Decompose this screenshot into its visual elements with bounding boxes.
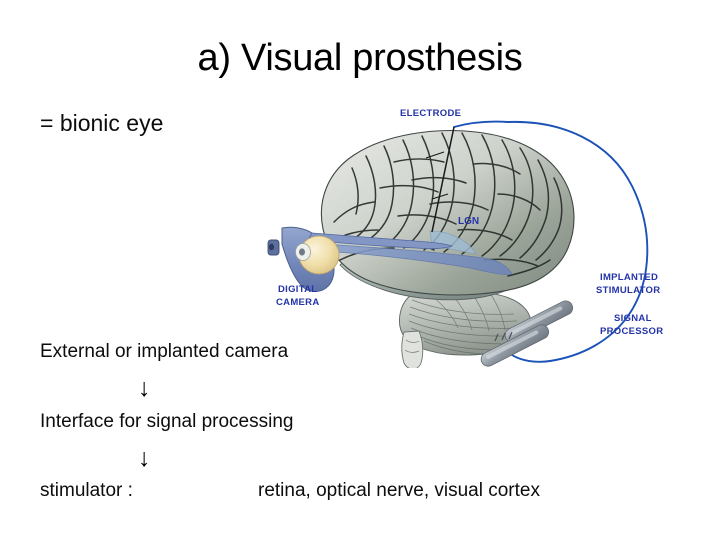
label-implanted-stimulator-line2: STIMULATOR: [596, 285, 660, 296]
flow-step-camera: External or implanted camera: [40, 341, 289, 362]
label-signal-processor-line1: SIGNAL: [614, 313, 652, 324]
down-arrow-icon: ↓: [138, 444, 151, 472]
subtitle-text: = bionic eye: [40, 110, 164, 136]
brain-prosthesis-figure: ELECTRODE LGN DIGITAL CAMERA IMPLANTED S…: [262, 100, 720, 368]
flow-step-stimulator-label: stimulator :: [40, 480, 133, 501]
down-arrow-icon: ↓: [138, 374, 151, 402]
eye: [295, 235, 340, 275]
page-title: a) Visual prosthesis: [197, 37, 523, 79]
label-digital-camera-line2: CAMERA: [276, 297, 320, 308]
label-implanted-stimulator-line1: IMPLANTED: [600, 272, 658, 283]
label-signal-processor-line2: PROCESSOR: [600, 326, 663, 337]
signal-processor-device: [480, 324, 550, 367]
label-electrode: ELECTRODE: [400, 108, 461, 119]
label-lgn: LGN: [458, 216, 479, 227]
brainstem: [401, 330, 424, 368]
implanted-stimulator-device: [504, 300, 574, 343]
flow-step-stimulator-targets: retina, optical nerve, visual cortex: [258, 480, 540, 501]
optic-pathway: [295, 230, 513, 275]
label-digital-camera-line1: DIGITAL: [278, 284, 317, 295]
flow-step-interface: Interface for signal processing: [40, 411, 294, 432]
electrode-shaft: [425, 126, 455, 233]
